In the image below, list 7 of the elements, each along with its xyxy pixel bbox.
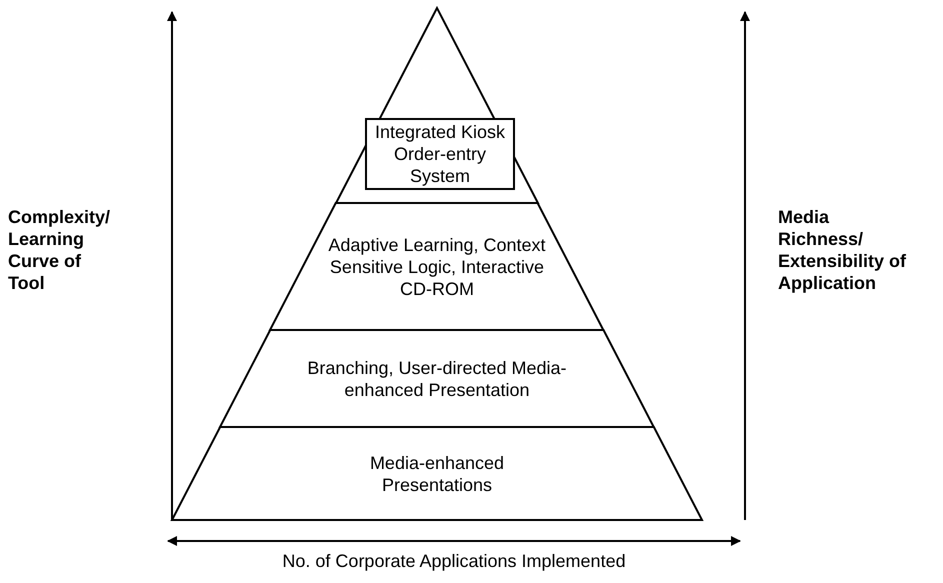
axis-title: Media Richness/ Extensibility of Application — [778, 206, 908, 294]
system-box: Integrated Kiosk Order-entry System — [365, 118, 515, 190]
band-label: Branching, User-directed Media-enhanced Presentation — [306, 356, 567, 400]
band-label: Adaptive Learning, Context Sensitive Logic, Interactive CD-ROM — [327, 234, 547, 300]
axis-title: Complexity/ Learning Curve of Tool — [8, 206, 112, 294]
axis-title: No. of Corporate Applications Implemented — [281, 550, 627, 572]
band-label: Media-enhanced Presentations — [368, 452, 506, 496]
